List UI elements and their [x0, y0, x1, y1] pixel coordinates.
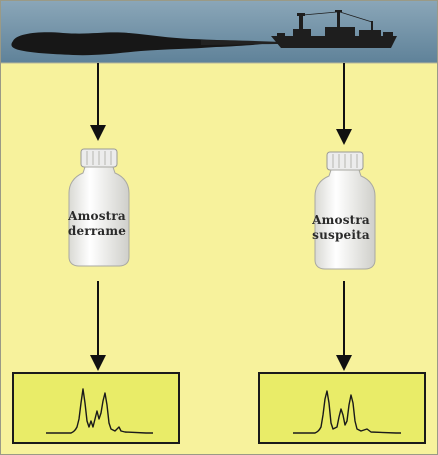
bottle-label-line1: Amostra [68, 209, 126, 223]
bottle-label-suspeita: Amostra suspeita [301, 213, 381, 243]
bottle-label-line2: suspeita [312, 228, 370, 242]
bottle-label-line2: derrame [67, 224, 127, 238]
chromatogram-icon [12, 372, 180, 444]
oil-slick-icon [11, 32, 271, 56]
bottle-label-line1: Amostra [312, 213, 370, 227]
sample-bottle-icon [314, 151, 376, 270]
oil-slick-tail [201, 40, 283, 45]
bottle-label-derrame: Amostra derrame [57, 209, 137, 239]
chromatogram-icon [258, 372, 426, 444]
sample-bottle-icon [68, 148, 130, 267]
ship-icon [271, 10, 397, 48]
